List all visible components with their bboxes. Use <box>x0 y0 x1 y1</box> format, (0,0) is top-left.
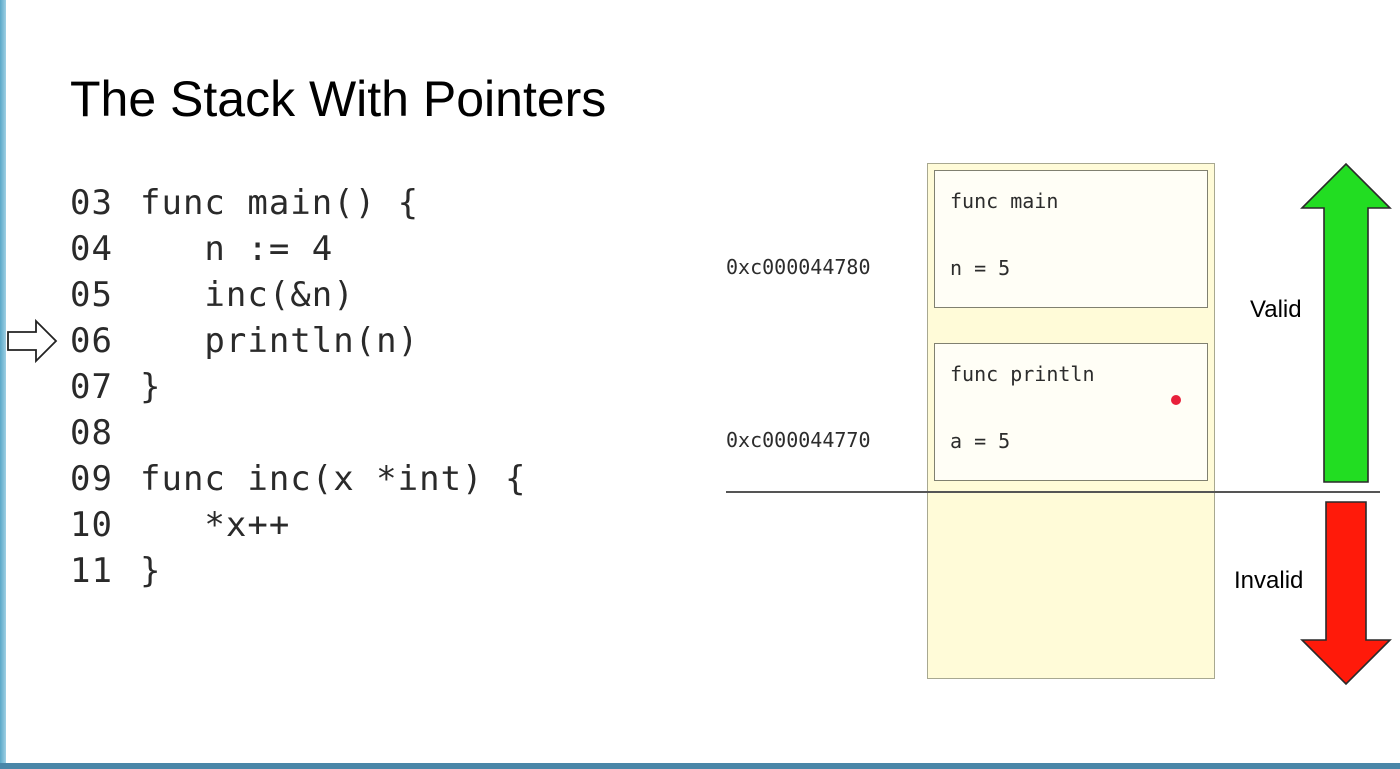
code-line: 07} <box>70 364 526 410</box>
pointer-dot <box>1171 395 1181 405</box>
code-line: 04 n := 4 <box>70 226 526 272</box>
line-text: } <box>140 367 162 407</box>
memory-address: 0xc000044780 <box>726 255 871 279</box>
line-text: func inc(x *int) { <box>140 459 527 499</box>
frame-name: func println <box>950 362 1095 386</box>
slide-title: The Stack With Pointers <box>70 71 607 127</box>
invalid-label: Invalid <box>1234 567 1304 594</box>
stack-frame-main: func main n = 5 <box>934 170 1208 308</box>
frame-value: n = 5 <box>950 256 1011 280</box>
line-text: *x++ <box>140 505 291 545</box>
code-line: 10 *x++ <box>70 502 526 548</box>
line-number: 03 <box>70 183 113 223</box>
line-number: 04 <box>70 229 113 269</box>
valid-label: Valid <box>1250 296 1302 323</box>
code-line-current: 06 println(n) <box>70 318 526 364</box>
line-number: 10 <box>70 505 113 545</box>
line-number: 11 <box>70 551 113 591</box>
code-line: 08 <box>70 410 526 456</box>
line-number: 07 <box>70 367 113 407</box>
line-text: println(n) <box>140 321 420 361</box>
frame-name: func main <box>950 189 1059 213</box>
window-bottom-edge <box>0 763 1400 769</box>
stack-frame-println: func println a = 5 <box>934 343 1208 481</box>
stack-pointer-line <box>726 491 1380 493</box>
frame-value: a = 5 <box>950 429 1011 453</box>
current-line-arrow-icon <box>7 318 58 364</box>
line-number: 06 <box>70 321 113 361</box>
memory-address: 0xc000044770 <box>726 428 871 452</box>
line-text: } <box>140 551 162 591</box>
line-number: 08 <box>70 413 113 453</box>
code-line: 11} <box>70 548 526 594</box>
valid-up-arrow-icon <box>1300 162 1392 483</box>
invalid-down-arrow-icon <box>1300 501 1392 686</box>
code-listing: 03 func main() { 04 n := 4 05 inc(&n) 06 … <box>70 180 526 594</box>
line-text: func main() { <box>140 183 420 223</box>
line-number: 09 <box>70 459 113 499</box>
line-text: inc(&n) <box>140 275 355 315</box>
line-number: 05 <box>70 275 113 315</box>
code-line: 09 func inc(x *int) { <box>70 456 526 502</box>
code-line: 05 inc(&n) <box>70 272 526 318</box>
code-line: 03 func main() { <box>70 180 526 226</box>
window-left-edge <box>0 0 6 769</box>
line-text: n := 4 <box>140 229 334 269</box>
